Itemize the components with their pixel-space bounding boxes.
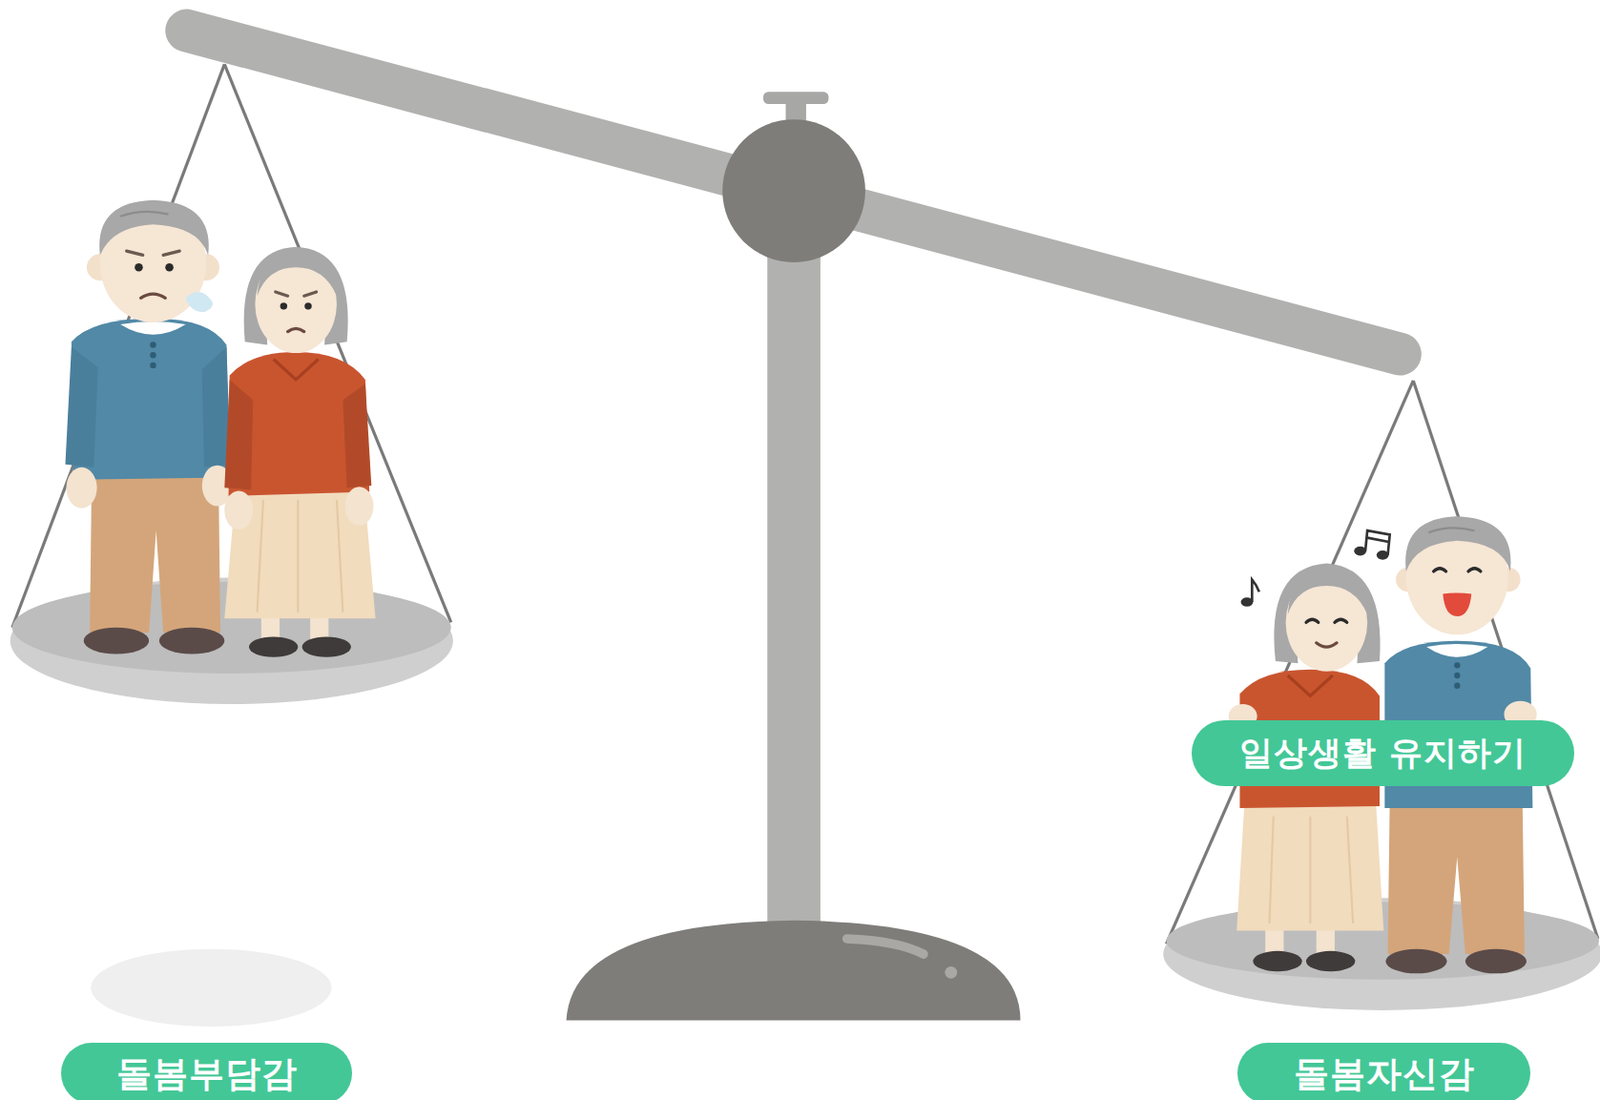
music-note: [1367, 538, 1389, 542]
pan-string: [1165, 380, 1413, 944]
shoe: [1465, 949, 1527, 975]
eyebrow: [275, 291, 317, 296]
pivot-ball: [722, 119, 866, 263]
skirt-fold: [257, 499, 344, 613]
button: [149, 341, 156, 348]
sleeve: [342, 383, 372, 488]
music-notes: [1241, 530, 1391, 607]
pill-text: 돌봄부담감: [116, 1054, 298, 1094]
shoe: [1385, 949, 1447, 975]
floor-shadow: [90, 949, 332, 1027]
pill-text: 돌봄자신감: [1293, 1054, 1476, 1094]
sigh-puff: [186, 291, 213, 312]
eye: [165, 263, 174, 272]
button: [149, 352, 156, 358]
hair-line: [1428, 527, 1475, 533]
collar: [1288, 675, 1333, 696]
scale-pan: [1165, 902, 1599, 980]
mouth: [1316, 643, 1337, 647]
mouth: [141, 293, 167, 298]
hair: [257, 252, 337, 296]
base-highlight: [944, 966, 957, 979]
music-note: [1365, 530, 1391, 556]
shoe: [1252, 951, 1302, 972]
scale-pole: [767, 193, 821, 934]
sad-grandfather: [64, 200, 232, 655]
pan-string: [224, 63, 451, 623]
sleeve: [64, 347, 98, 468]
skirt: [1236, 795, 1384, 931]
eye: [1433, 568, 1481, 572]
button: [149, 362, 156, 369]
pill-text: 일상생활 유지하기: [1239, 734, 1527, 772]
eye: [1306, 619, 1348, 623]
skirt: [224, 479, 375, 619]
green-pill-label: 돌봄자신감: [1237, 1042, 1531, 1100]
shoe: [83, 627, 149, 655]
base-highlight: [847, 938, 924, 955]
sleeve: [224, 379, 253, 491]
eye: [280, 302, 288, 310]
hair: [99, 200, 209, 256]
open-mouth: [1442, 592, 1472, 617]
hair-line: [120, 211, 168, 217]
hair: [1405, 516, 1511, 572]
hand: [344, 486, 374, 526]
green-pill-label: 일상생활 유지하기: [1191, 720, 1575, 786]
collar: [273, 358, 319, 379]
pants: [89, 464, 221, 633]
shoe: [302, 636, 352, 657]
mouth: [288, 328, 305, 332]
shoe: [159, 627, 225, 655]
eye: [304, 302, 312, 310]
button: [1454, 662, 1460, 668]
green-pill-label: 돌봄부담감: [61, 1042, 353, 1100]
hand: [66, 467, 98, 509]
music-note: [1251, 580, 1259, 603]
sad-grandmother: [224, 247, 375, 658]
collar: [1426, 644, 1488, 658]
eyebrow: [126, 250, 181, 255]
button: [1454, 683, 1460, 689]
scale-base: [566, 920, 1021, 1021]
collar: [120, 321, 186, 335]
hair: [1288, 569, 1368, 615]
button: [1454, 672, 1460, 679]
skirt-fold: [1268, 816, 1353, 924]
hand: [224, 490, 253, 530]
pants: [1388, 797, 1525, 955]
shoe: [1306, 951, 1355, 972]
shoe: [249, 636, 298, 657]
eye: [134, 263, 144, 272]
